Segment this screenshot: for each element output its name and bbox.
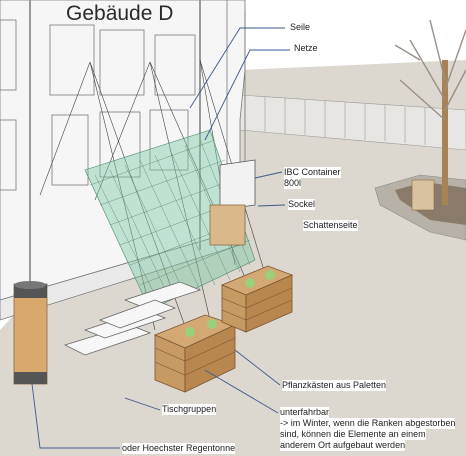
planter-right xyxy=(220,265,294,333)
label-unterfahrbar: unterfahrbar xyxy=(280,407,330,418)
label-netze: Netze xyxy=(294,43,318,53)
label-tischgruppen: Tischgruppen xyxy=(162,404,217,415)
label-sockel: Sockel xyxy=(288,199,316,210)
tree-bed xyxy=(374,19,466,241)
building-d xyxy=(0,0,246,321)
label-unterfahrbar-line3: sind, können die Elemente an einem xyxy=(280,429,426,440)
label-unterfahrbar-line2: -> im Winter, wenn die Ranken abgestorbe… xyxy=(280,418,456,429)
label-schattenseite: Schattenseite xyxy=(303,220,358,231)
ground-floor xyxy=(0,60,466,456)
label-ibc-container: IBC Container xyxy=(284,167,341,178)
label-pflanzkaesten: Pflanzkästen aus Paletten xyxy=(282,380,387,391)
label-regentonne: oder Hoechster Regentonne xyxy=(122,443,236,454)
label-seile: Seile xyxy=(290,22,311,32)
tables xyxy=(63,281,202,356)
rain-barrel xyxy=(13,281,48,385)
label-unterfahrbar-line4: anderem Ort aufgebaut werden xyxy=(280,440,406,451)
building-title: Gebäude D xyxy=(66,2,174,25)
leader-lines xyxy=(31,27,290,449)
label-ibc-volume: 800l xyxy=(284,178,302,189)
planter-left xyxy=(153,314,237,393)
ibc-container xyxy=(209,159,256,246)
net xyxy=(84,129,256,311)
